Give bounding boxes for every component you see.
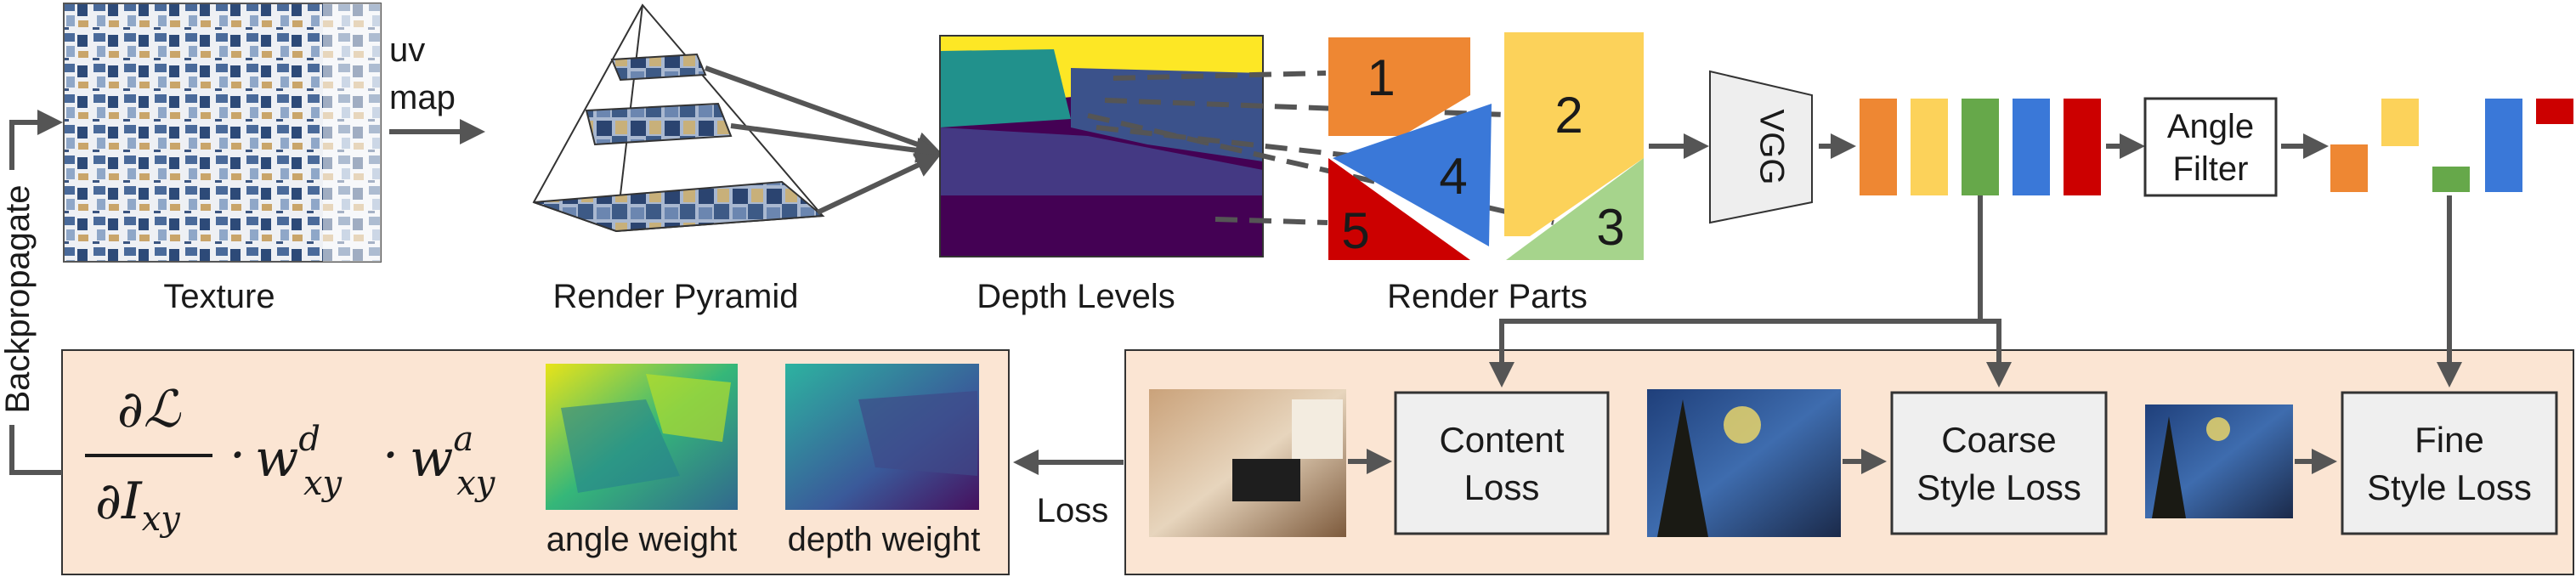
formula-dot-1: · bbox=[229, 426, 246, 485]
feature-yellow bbox=[1911, 99, 1948, 195]
pyramid-arrow-mid bbox=[730, 123, 942, 163]
render-pyramid bbox=[532, 3, 825, 233]
filtered-orange bbox=[2330, 144, 2368, 192]
angle-filter-block bbox=[2143, 97, 2278, 197]
depth-levels-label: Depth Levels bbox=[977, 278, 1175, 315]
vgg-label: VGG bbox=[1752, 110, 1790, 185]
uv-map-label-line1: uv bbox=[389, 31, 425, 69]
pyramid-arrow-top bbox=[704, 65, 942, 156]
backpropagate-label: Backpropagate bbox=[0, 184, 37, 413]
uv-map-label-line2: map bbox=[389, 79, 456, 116]
angle-weight-label: angle weight bbox=[546, 521, 738, 558]
formula-denominator: ∂Ixy bbox=[95, 472, 181, 539]
part-3 bbox=[1506, 158, 1644, 260]
fine-style-loss-label-line2: Style Loss bbox=[2367, 467, 2532, 507]
style-image-coarse bbox=[1647, 389, 1841, 537]
features-to-losses-connector bbox=[1489, 195, 1983, 387]
filtered-features bbox=[2330, 99, 2573, 192]
texture-image bbox=[63, 3, 382, 263]
part-2 bbox=[1504, 32, 1644, 236]
style-image-fine bbox=[2145, 404, 2293, 518]
feature-blue bbox=[2013, 99, 2050, 195]
formula-numerator: ∂ℒ bbox=[117, 380, 182, 439]
part-2-label: 2 bbox=[1554, 87, 1582, 144]
render-parts-label: Render Parts bbox=[1387, 278, 1588, 315]
render-parts bbox=[1328, 32, 1644, 260]
depth-weight-image bbox=[785, 364, 979, 510]
feature-green bbox=[1962, 99, 1999, 195]
feature-red bbox=[2064, 99, 2101, 195]
content-loss-box bbox=[1394, 391, 1610, 535]
depth-part-connectors bbox=[1087, 71, 1554, 225]
part-1 bbox=[1328, 37, 1470, 136]
fine-style-loss-label-line1: Fine bbox=[2415, 420, 2484, 460]
feature-orange bbox=[1860, 99, 1897, 195]
filtered-yellow bbox=[2381, 99, 2419, 146]
filtered-red bbox=[2536, 99, 2573, 124]
pyramid-arrow-bottom bbox=[816, 153, 942, 215]
part-4 bbox=[1333, 104, 1492, 246]
coarse-style-loss-label-line1: Coarse bbox=[1941, 420, 2056, 460]
depth-levels-image bbox=[939, 35, 1264, 257]
render-pyramid-label: Render Pyramid bbox=[552, 278, 798, 315]
angle-filter-label-line1: Angle bbox=[2167, 108, 2254, 145]
part-3-label: 3 bbox=[1596, 199, 1624, 256]
filtered-blue bbox=[2485, 99, 2522, 192]
depth-weight-label: depth weight bbox=[788, 521, 981, 558]
vgg-features bbox=[1860, 99, 2101, 195]
coarse-style-loss-box bbox=[1890, 391, 2108, 535]
part-4-label: 4 bbox=[1439, 148, 1467, 205]
content-loss-label-line2: Loss bbox=[1464, 467, 1540, 507]
features-to-coarse-connector bbox=[1980, 319, 2012, 387]
texture-label: Texture bbox=[163, 278, 275, 315]
angle-filter-label-line2: Filter bbox=[2173, 150, 2249, 188]
angle-weight-image bbox=[546, 364, 738, 510]
loss-label: Loss bbox=[1037, 492, 1109, 529]
formula-dot-2: · bbox=[382, 426, 399, 485]
fine-style-loss-box bbox=[2341, 391, 2558, 535]
part-5-label: 5 bbox=[1341, 202, 1369, 259]
part-5 bbox=[1328, 158, 1470, 260]
room-photo bbox=[1149, 389, 1346, 537]
filtered-green bbox=[2432, 167, 2470, 192]
coarse-style-loss-label-line2: Style Loss bbox=[1916, 467, 2081, 507]
content-loss-label-line1: Content bbox=[1439, 420, 1564, 460]
vgg-block bbox=[1709, 70, 1813, 224]
part-1-label: 1 bbox=[1367, 49, 1395, 106]
